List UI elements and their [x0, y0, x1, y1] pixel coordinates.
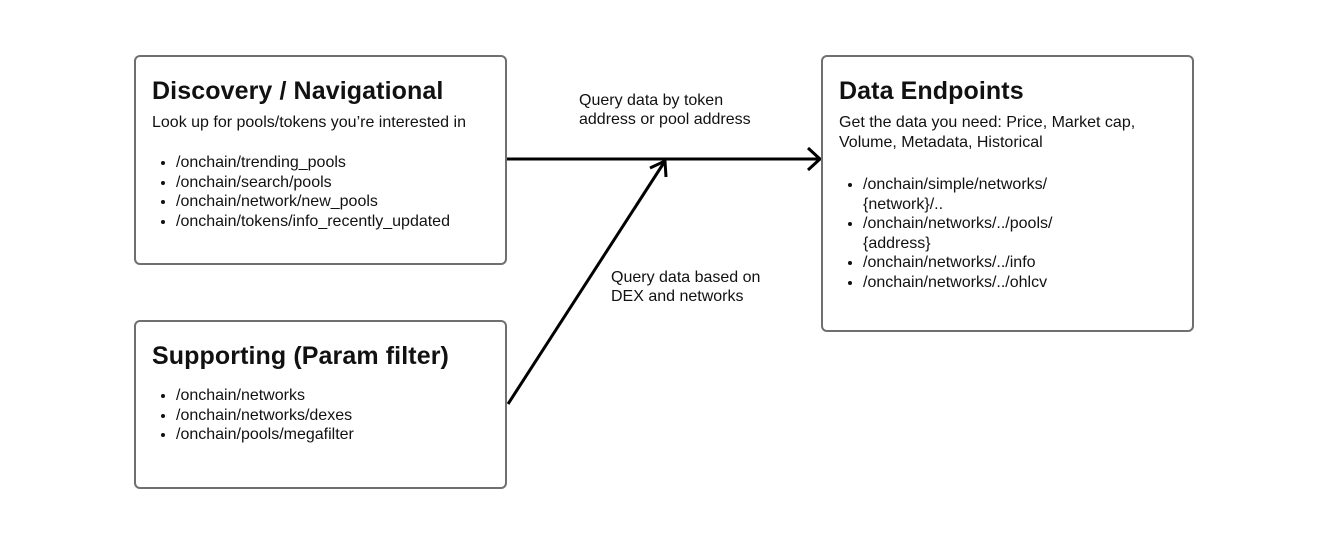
discovery-description: Look up for pools/tokens you’re interest… [152, 114, 466, 131]
list-item: /onchain/network/new_pools [176, 192, 489, 212]
token-query-annotation: Query data by token address or pool addr… [579, 92, 751, 128]
list-item: /onchain/networks/dexes [176, 406, 489, 426]
data-endpoints-list: /onchain/simple/networks/ {network}/.. /… [839, 175, 1176, 292]
arrow-head-merge [649, 158, 668, 178]
supporting-title: Supporting (Param filter) [152, 342, 449, 370]
supporting-box: Supporting (Param filter) /onchain/netwo… [134, 320, 507, 489]
list-item: /onchain/networks/../ohlcv [863, 273, 1176, 293]
list-item: /onchain/simple/networks/ {network}/.. [863, 175, 1176, 214]
list-item: /onchain/trending_pools [176, 153, 489, 173]
arrow-head-endpoints [806, 146, 823, 172]
discovery-title: Discovery / Navigational [152, 77, 444, 105]
data-endpoints-box: Data Endpoints Get the data you need: Pr… [821, 55, 1194, 332]
list-item: /onchain/search/pools [176, 173, 489, 193]
list-item: /onchain/networks [176, 386, 489, 406]
dex-query-annotation: Query data based on DEX and networks [611, 269, 761, 305]
list-item: /onchain/networks/../info [863, 253, 1176, 273]
list-item: /onchain/pools/megafilter [176, 425, 489, 445]
discovery-endpoint-list: /onchain/trending_pools /onchain/search/… [152, 153, 489, 231]
supporting-endpoint-list: /onchain/networks /onchain/networks/dexe… [152, 386, 489, 445]
arrow-supporting-to-main [506, 160, 667, 405]
list-item: /onchain/networks/../pools/ {address} [863, 214, 1176, 253]
data-endpoints-description: Get the data you need: Price, Market cap… [839, 114, 1136, 151]
discovery-box: Discovery / Navigational Look up for poo… [134, 55, 507, 265]
data-endpoints-title: Data Endpoints [839, 77, 1024, 105]
list-item: /onchain/tokens/info_recently_updated [176, 212, 489, 232]
